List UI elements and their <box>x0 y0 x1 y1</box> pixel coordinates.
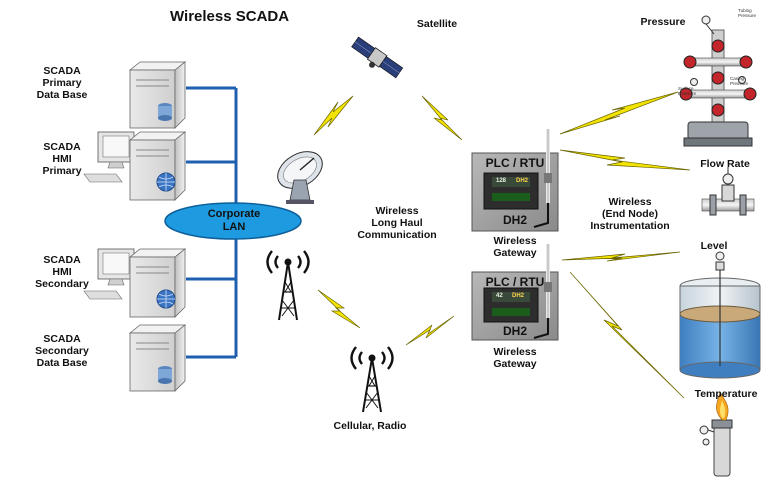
gateway-2-header: PLC / RTU <box>485 275 545 289</box>
bolt-gw1-flow <box>559 149 691 171</box>
level-tank-icon <box>679 251 761 379</box>
gateway-2-model: DH2 <box>502 324 527 338</box>
satellite-icon <box>351 36 404 79</box>
satellite-label: Satellite <box>416 18 458 30</box>
bolt-gw2-level <box>561 251 681 262</box>
label-secondary-db: SCADA Secondary Data Base <box>35 333 89 369</box>
temperature-sensor-icon <box>699 391 733 477</box>
server-primary-db <box>128 61 187 129</box>
cellular-radio-label: Cellular, Radio <box>333 420 407 432</box>
pressure-label: Pressure <box>640 16 686 28</box>
casing-pressure-tag: Casing Pressure <box>730 76 749 86</box>
flow-rate-label: Flow Rate <box>700 158 750 170</box>
label-primary-db: SCADA Primary Data Base <box>36 65 88 101</box>
bolt-cell-gateway <box>405 315 455 346</box>
surface-pressure-tag: Surface Pressure <box>678 86 697 96</box>
flow-rate-meter-icon <box>701 167 755 216</box>
bolt-satellite-gateway <box>421 95 463 141</box>
bolt-tower-cell <box>317 289 361 329</box>
satellite-dish-icon <box>277 151 323 204</box>
corporate-lan-label: Corporate LAN <box>207 208 261 233</box>
level-label: Level <box>700 240 728 252</box>
wireless-lightning-bolts <box>313 91 691 399</box>
label-hmi-secondary: SCADA HMI Secondary <box>35 254 89 290</box>
diagram-title: Wireless SCADA <box>170 8 290 25</box>
gateway-1-model: DH2 <box>502 213 527 227</box>
end-node-label: Wireless (End Node) Instrumentation <box>590 196 670 232</box>
gateway-1-screen-b: DH2 <box>516 178 529 184</box>
gateway-2-caption: Wireless Gateway <box>493 346 537 370</box>
label-hmi-primary: SCADA HMI Primary <box>42 141 82 177</box>
gateway-1-header: PLC / RTU <box>485 156 545 170</box>
gateway-1-caption: Wireless Gateway <box>493 235 537 259</box>
gateway-1-graphic <box>471 129 559 232</box>
radio-tower-left-icon <box>266 250 310 321</box>
temperature-label: Temperature <box>694 388 758 400</box>
gateway-2-screen-b: DH2 <box>512 293 525 299</box>
server-hmi-secondary <box>83 248 187 318</box>
cellular-tower-icon <box>350 346 394 413</box>
bolt-gw1-pressure <box>559 91 679 135</box>
long-haul-label: Wireless Long Haul Communication <box>357 205 437 241</box>
corporate-lan-ellipse <box>164 202 302 240</box>
gateway-2-graphic <box>471 244 559 341</box>
server-secondary-db <box>128 324 187 392</box>
gateway-2-screen-a: 42 <box>496 293 503 299</box>
bolt-gw2-temp <box>569 271 685 399</box>
pressure-wellhead-icon <box>679 15 757 147</box>
gateway-1-screen-a: 128 <box>496 178 507 184</box>
bolt-dish-satellite <box>313 95 354 136</box>
server-hmi-primary <box>83 131 187 201</box>
tubing-pressure-tag: Tubing Pressure <box>738 8 757 18</box>
